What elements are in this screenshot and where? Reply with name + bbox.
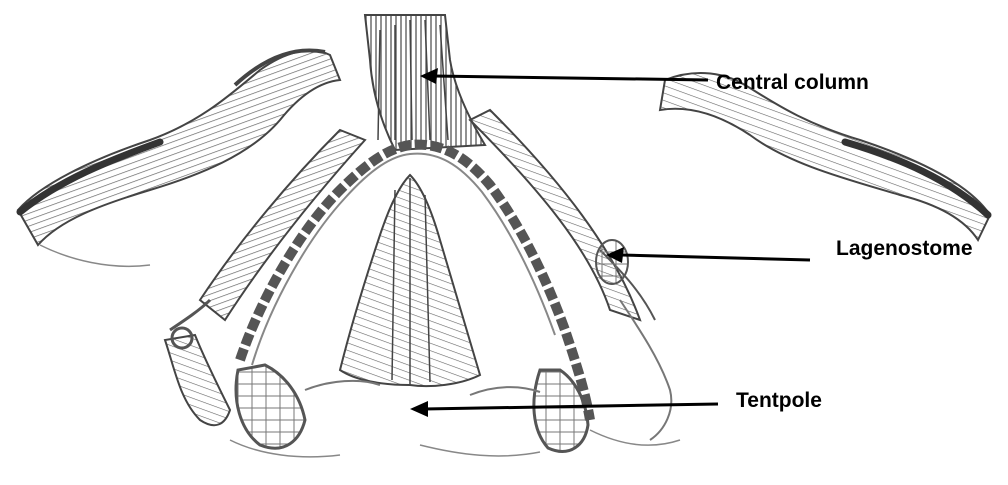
right-wing (660, 73, 990, 240)
tentpole-label: Tentpole (736, 390, 822, 411)
lagenostome-label: Lagenostome (836, 238, 973, 259)
tentpole (340, 175, 480, 386)
left-wing (18, 50, 340, 266)
central-column-label: Central column (716, 72, 869, 93)
arrow-lagenostome (606, 247, 810, 263)
central-column (365, 15, 485, 150)
base-right (470, 370, 588, 451)
